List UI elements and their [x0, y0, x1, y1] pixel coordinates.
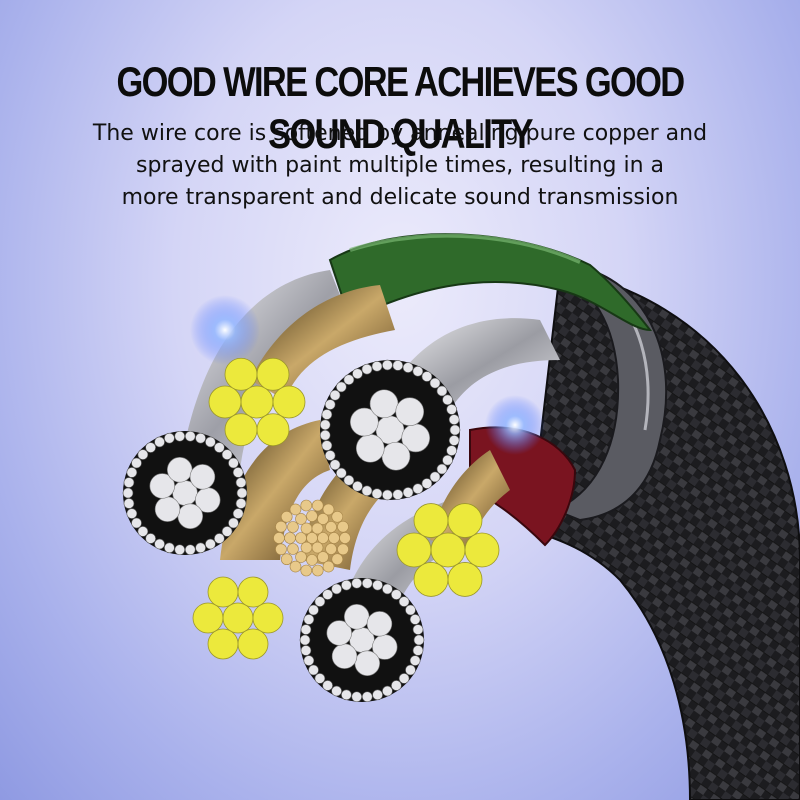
yellow-core-top [208, 357, 306, 447]
wire-cross-sections [122, 357, 500, 703]
yellow-core-bottom-left [192, 576, 284, 660]
copper-core-center [273, 499, 351, 577]
silver-core-bottom [299, 577, 425, 703]
subtitle-line-1: The wire core is softened by annealing p… [92, 121, 708, 146]
green-sleeve [328, 233, 653, 332]
silver-core-top [319, 359, 461, 501]
subtitle-line-3: more transparent and delicate sound tran… [121, 185, 679, 210]
subtitle: The wire core is softened by annealing p… [60, 118, 740, 214]
braided-jacket [528, 268, 800, 800]
light-flares [190, 295, 545, 455]
yellow-core-right [396, 503, 500, 597]
silver-core-left [122, 430, 248, 556]
subtitle-line-2: sprayed with paint multiple times, resul… [135, 153, 665, 178]
headline: GOOD WIRE CORE ACHIEVES GOOD SOUND QUALI… [116, 58, 685, 157]
